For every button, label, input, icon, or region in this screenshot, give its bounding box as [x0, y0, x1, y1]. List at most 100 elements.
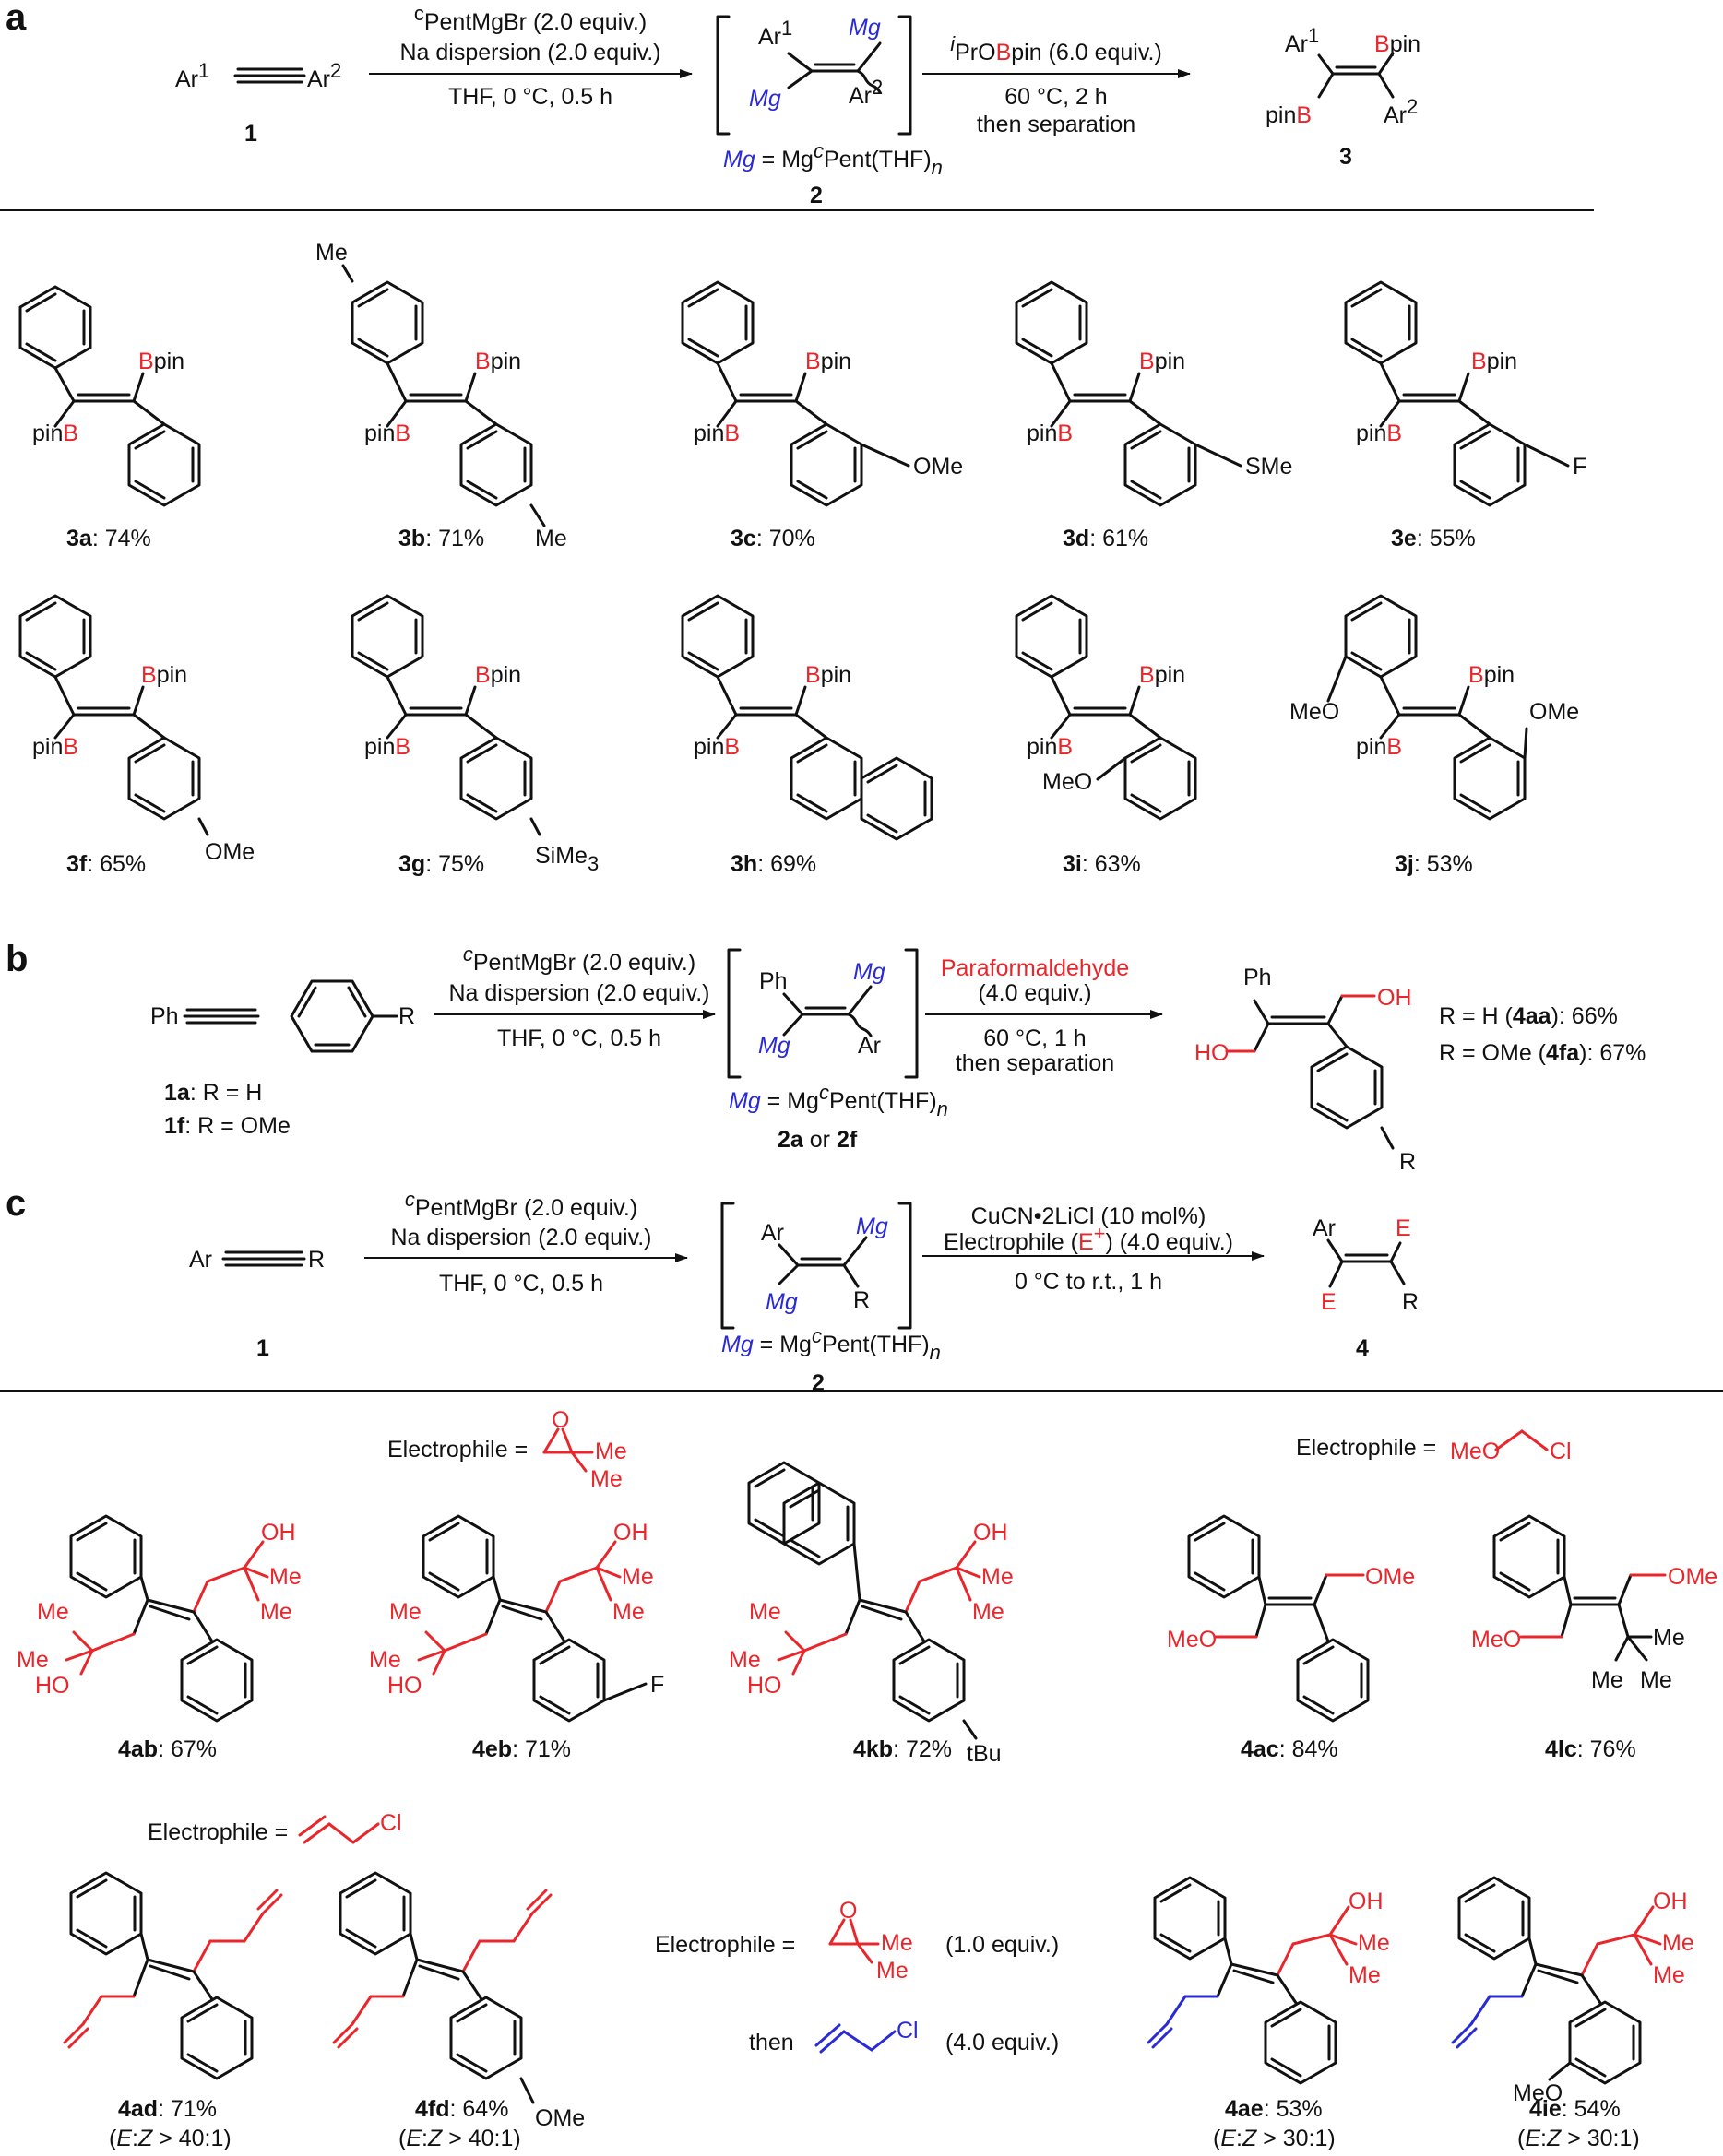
compound-3j: MeO OMe Bpin pinB 3j: 53% [1289, 594, 1579, 877]
svg-text:Na dispersion (2.0 equiv.): Na dispersion (2.0 equiv.) [390, 1225, 651, 1250]
svg-text:Electrophile =: Electrophile = [1296, 1435, 1436, 1461]
ratio-4ad: (E:Z > 40:1) [109, 2126, 232, 2151]
compound-4ab: OH Me Me Me Me HO 4ab: 67% [17, 1514, 302, 1762]
svg-text:Na dispersion (2.0 equiv.): Na dispersion (2.0 equiv.) [399, 40, 660, 65]
svg-text:HO: HO [387, 1673, 422, 1699]
svg-text:Mg: Mg [853, 959, 885, 985]
svg-text:Mg: Mg [856, 1214, 888, 1239]
result-4aa: R = H (4aa): 66% [1439, 1003, 1618, 1029]
svg-text:Me: Me [17, 1647, 49, 1673]
svg-text:then: then [749, 2030, 794, 2055]
svg-text:pinB: pinB [694, 421, 740, 446]
svg-text:MeO: MeO [1513, 2080, 1563, 2106]
compound-label-4ab: 4ab: 67% [118, 1736, 217, 1762]
compound-label-4fd: 4fd: 64% [415, 2096, 508, 2122]
svg-text:Me: Me [972, 1599, 1004, 1625]
compound-label-2: 2 [810, 183, 823, 208]
svg-text:Ph: Ph [759, 968, 788, 994]
compound-label-3j: 3j: 53% [1395, 851, 1473, 877]
compound-label-3: 3 [1339, 144, 1352, 170]
compound-3c: OMe Bpin pinB 3c: 70% [681, 280, 963, 551]
svg-text:OH: OH [1349, 1889, 1384, 1914]
svg-text:Ar: Ar [1313, 1215, 1336, 1241]
svg-text:CuCN•2LiCl (10 mol%): CuCN•2LiCl (10 mol%) [971, 1203, 1206, 1229]
svg-text:Bpin: Bpin [805, 662, 851, 688]
svg-text:(4.0 equiv.): (4.0 equiv.) [978, 980, 1091, 1006]
svg-text:OH: OH [973, 1520, 1008, 1546]
compound-label-2c: 2 [812, 1370, 825, 1396]
compound-4kb: OH Me Me Me Me HO tBu 4kb: 72% [729, 1461, 1014, 1767]
svg-text:Me: Me [389, 1599, 422, 1625]
compound-4ie: MeO OH Me Me 4ie: 54% (E:Z > 30:1) [1451, 1876, 1694, 2151]
svg-text:Me: Me [37, 1599, 69, 1625]
compound-label-1c: 1 [256, 1335, 269, 1361]
svg-text:Ph: Ph [150, 1003, 179, 1029]
svg-text:F: F [650, 1672, 664, 1698]
svg-text:OH: OH [261, 1520, 296, 1546]
svg-text:MeO: MeO [1042, 769, 1092, 795]
svg-text:MeO: MeO [1289, 699, 1339, 725]
svg-text:Me: Me [1640, 1667, 1672, 1693]
svg-text:E: E [1321, 1289, 1337, 1315]
electrophile-sequential: Electrophile = O Me Me (1.0 equiv.) then… [655, 1898, 1059, 2055]
scheme-b-product: Ph OH HO R R = H (4aa): 66% R = OMe (4fa… [1194, 965, 1646, 1175]
compound-3f: OMe Bpin pinB 3f: 65% [18, 594, 255, 877]
svg-text:Bpin: Bpin [141, 662, 187, 688]
svg-text:Me: Me [1653, 1962, 1685, 1988]
svg-text:MeO: MeO [1167, 1627, 1217, 1653]
svg-text:Me: Me [269, 1564, 302, 1590]
svg-text:HO: HO [35, 1673, 70, 1699]
svg-text:Bpin: Bpin [475, 349, 521, 374]
compound-label-3a: 3a: 74% [66, 526, 151, 551]
svg-text:then separation: then separation [956, 1050, 1114, 1076]
svg-text:R: R [1402, 1289, 1419, 1315]
compound-label-3h: 3h: 69% [731, 851, 816, 877]
electrophile-epoxide: Electrophile = O Me Me [387, 1407, 627, 1492]
compound-4ad: 4ad: 71% (E:Z > 40:1) [63, 1871, 283, 2151]
compound-4lc: OMe MeO Me Me Me 4lc: 76% [1471, 1514, 1717, 1762]
compound-4ac: OMe MeO 4ac: 84% [1167, 1514, 1415, 1762]
svg-text:SMe: SMe [1245, 454, 1292, 480]
compound-4eb: OH Me Me Me Me HO F 4eb: 71% [369, 1514, 664, 1762]
svg-text:(1.0 equiv.): (1.0 equiv.) [945, 1932, 1059, 1958]
compound-label-4eb: 4eb: 71% [472, 1736, 571, 1762]
svg-text:Mg = MgcPent(THF)n: Mg = MgcPent(THF)n [729, 1081, 948, 1120]
svg-text:HO: HO [747, 1673, 782, 1699]
compound-label-4ac: 4ac: 84% [1241, 1736, 1338, 1762]
svg-text:Ar1: Ar1 [1285, 24, 1319, 57]
svg-text:Me: Me [590, 1466, 623, 1492]
svg-text:Cl: Cl [897, 2018, 919, 2043]
panel-c-label: c [6, 1183, 26, 1224]
svg-text:Me: Me [595, 1439, 627, 1464]
svg-text:Me: Me [1358, 1930, 1390, 1956]
compound-label-1: 1 [244, 121, 257, 147]
svg-text:Mg = MgcPent(THF)n: Mg = MgcPent(THF)n [723, 139, 943, 179]
compound-3d: SMe Bpin pinB 3d: 61% [1015, 280, 1292, 551]
svg-text:Bpin: Bpin [475, 662, 521, 688]
svg-text:F: F [1573, 454, 1586, 480]
svg-text:60 °C, 2 h: 60 °C, 2 h [1004, 84, 1107, 110]
scheme-c-intermediate: Ar Mg Mg R Mg = MgcPent(THF)n 2 [720, 1202, 941, 1396]
compound-label-3i: 3i: 63% [1063, 851, 1141, 877]
svg-text:Me: Me [535, 526, 567, 551]
svg-text:Me: Me [729, 1647, 761, 1673]
svg-text:Ar1: Ar1 [758, 17, 792, 50]
svg-text:OMe: OMe [535, 2105, 585, 2131]
svg-text:OH: OH [613, 1520, 648, 1546]
ratio-4ae: (E:Z > 30:1) [1213, 2126, 1336, 2151]
svg-text:Electrophile (E+) (4.0 equiv.): Electrophile (E+) (4.0 equiv.) [944, 1222, 1233, 1255]
panel-b-label: b [6, 939, 28, 979]
scheme-a-starting-alkyne: Ar1 Ar2 1 [175, 59, 341, 147]
svg-text:2a or 2f: 2a or 2f [778, 1127, 858, 1153]
compound-label-3g: 3g: 75% [398, 851, 484, 877]
ratio-4ie: (E:Z > 30:1) [1517, 2126, 1640, 2151]
svg-text:pinB: pinB [364, 734, 410, 760]
svg-text:Ar: Ar [761, 1220, 784, 1246]
svg-text:Bpin: Bpin [1374, 31, 1420, 57]
svg-text:Bpin: Bpin [1139, 662, 1185, 688]
panel-b: b Ph R 1a: R = H 1f: R = OMe cPentMgBr (… [6, 939, 1646, 1175]
svg-text:R: R [853, 1287, 870, 1313]
svg-text:then separation: then separation [977, 112, 1135, 137]
compound-3h: Bpin pinB 3h: 69% [681, 594, 933, 877]
